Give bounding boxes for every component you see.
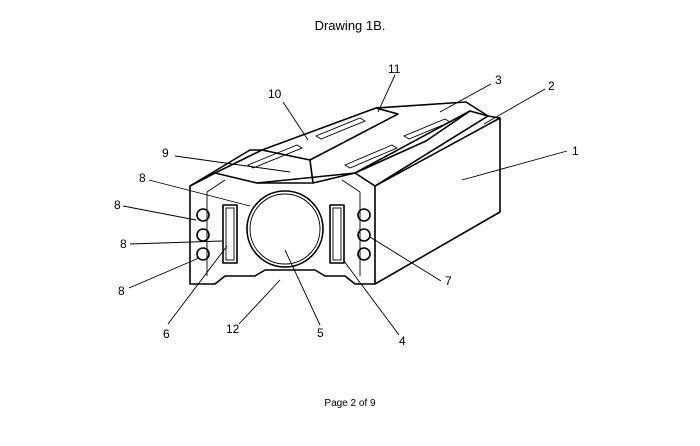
right-slot: [330, 205, 344, 263]
label-8-b: 8: [114, 198, 121, 212]
label-5: 5: [317, 326, 324, 340]
left-slot: [223, 205, 237, 263]
label-8-c: 8: [120, 237, 127, 251]
label-11: 11: [388, 62, 401, 76]
label-6: 6: [163, 327, 170, 341]
centre-bore-inner: [250, 194, 320, 264]
page-number: Page 2 of 9: [0, 398, 700, 409]
label-1: 1: [572, 144, 579, 158]
label-3: 3: [495, 73, 502, 87]
side-face: [375, 118, 500, 284]
label-2: 2: [548, 79, 555, 93]
label-4: 4: [399, 334, 406, 348]
label-8-d: 8: [118, 284, 125, 298]
label-9: 9: [162, 146, 169, 160]
label-12: 12: [226, 322, 240, 336]
label-8-a: 8: [139, 171, 146, 185]
label-10: 10: [268, 87, 282, 101]
right-slot-inner: [333, 208, 341, 260]
label-7: 7: [445, 274, 452, 288]
left-slot-inner: [226, 208, 234, 260]
centre-bore-outer: [247, 191, 323, 267]
